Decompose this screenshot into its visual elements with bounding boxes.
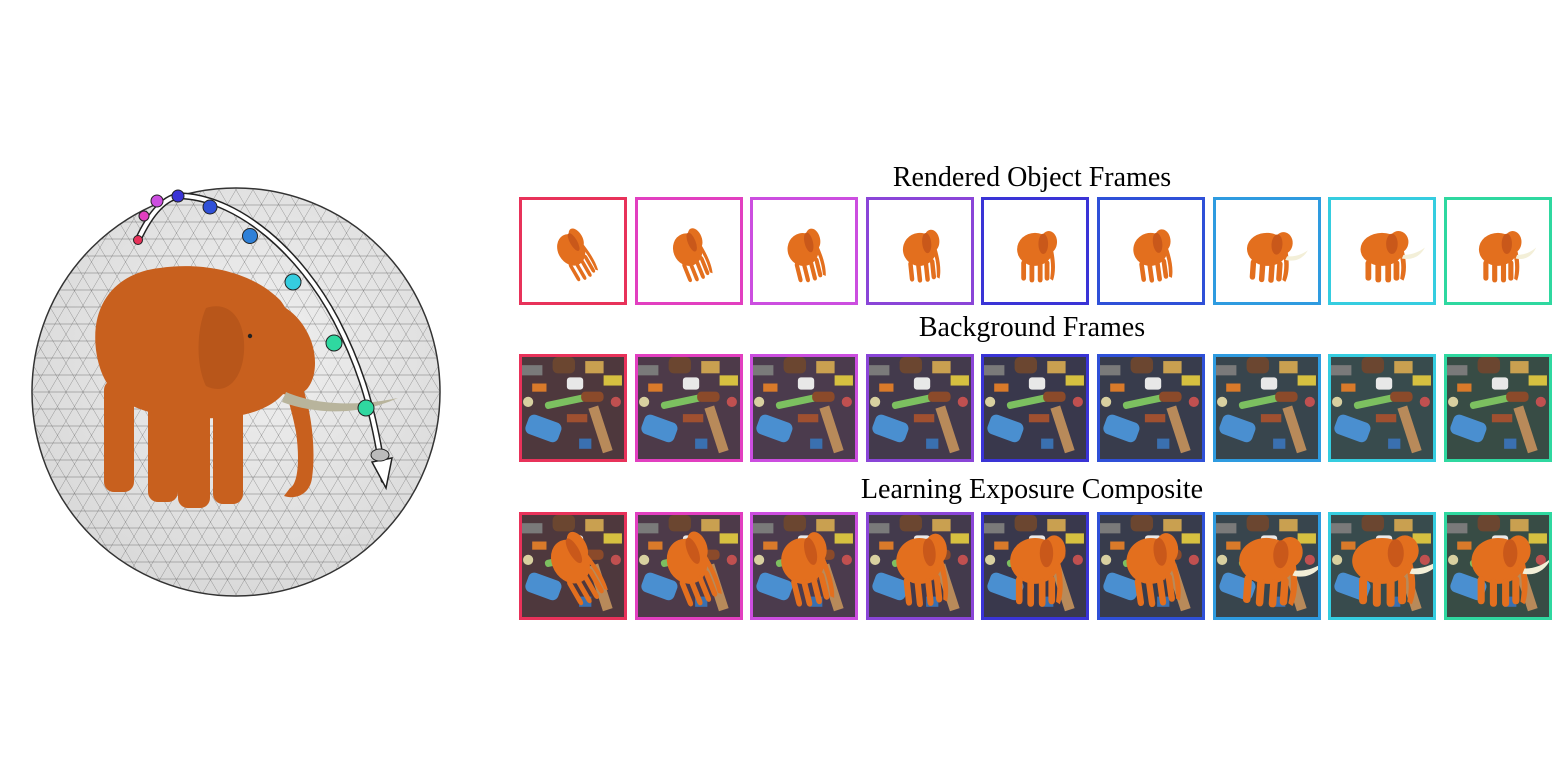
composite-frame <box>865 512 974 620</box>
toy-clutter-background-icon <box>1100 357 1202 459</box>
toy-clutter-background-icon <box>984 357 1087 459</box>
elephant-icon <box>1246 232 1308 283</box>
composite-frame <box>1212 512 1321 620</box>
rendered-frames-title: Rendered Object Frames <box>892 162 1172 193</box>
background-frame <box>519 354 627 462</box>
trajectory-viewpoint-marker <box>202 199 218 215</box>
rendered-frame <box>981 197 1090 305</box>
composite-frame <box>750 512 859 620</box>
composite-frame <box>981 512 1090 620</box>
trajectory-viewpoint-marker <box>171 189 185 203</box>
trajectory-viewpoint-marker <box>138 210 150 222</box>
composite-frame <box>634 512 743 620</box>
background-frame <box>1212 354 1321 462</box>
toy-clutter-background-icon <box>1331 357 1434 459</box>
background-frame <box>865 354 974 462</box>
toy-clutter-background-icon <box>637 357 740 459</box>
elephant-icon <box>666 531 722 607</box>
elephant-icon <box>781 532 835 607</box>
rendered-frame <box>1212 197 1321 305</box>
elephant-icon <box>1126 533 1181 608</box>
elephant-icon <box>672 228 713 283</box>
trajectory-viewpoint-marker <box>284 273 302 291</box>
composite-frame <box>519 512 627 620</box>
background-frame <box>1328 354 1437 462</box>
background-frame <box>634 354 743 462</box>
toy-clutter-background-icon <box>522 357 624 459</box>
elephant-icon <box>550 531 608 606</box>
elephant-icon <box>1352 535 1434 607</box>
trajectory-arrow-icon <box>133 189 393 491</box>
elephant-icon <box>1471 535 1549 607</box>
elephant-icon <box>1360 231 1426 283</box>
trajectory-viewpoint-marker <box>150 194 164 208</box>
rendered-frame <box>634 197 743 305</box>
rendered-frame <box>865 197 974 305</box>
rendered-frame <box>519 197 627 305</box>
trajectory-viewpoint-marker <box>325 334 343 352</box>
rendered-frame <box>1443 197 1552 305</box>
toy-clutter-background-icon <box>753 357 856 459</box>
composite-frame <box>1097 512 1205 620</box>
background-frame <box>1097 354 1205 462</box>
elephant-icon <box>902 229 941 283</box>
toy-clutter-background-icon <box>1446 357 1549 459</box>
composite-frames-title: Learning Exposure Composite <box>860 474 1204 505</box>
rendered-frame <box>1097 197 1205 305</box>
composite-frame <box>1328 512 1437 620</box>
elephant-icon <box>1010 535 1066 607</box>
toy-clutter-background-icon <box>1215 357 1318 459</box>
background-frame <box>1443 354 1552 462</box>
toy-clutter-background-icon <box>868 357 971 459</box>
elephant-icon <box>1238 536 1318 608</box>
elephant-icon <box>1478 231 1536 283</box>
trajectory-viewpoint-marker <box>133 235 143 245</box>
trajectory-viewpoint-marker <box>242 228 258 244</box>
elephant-icon <box>787 228 826 283</box>
elephant-icon <box>557 228 599 282</box>
background-frame <box>981 354 1090 462</box>
background-frames-title: Background Frames <box>918 312 1146 343</box>
elephant-icon <box>1017 231 1058 283</box>
elephant-icon <box>1133 229 1173 283</box>
viewpoint-sphere-figure <box>31 187 441 597</box>
trajectory-viewpoint-marker <box>357 399 375 417</box>
composite-frame <box>1443 512 1552 620</box>
rendered-frame <box>1328 197 1437 305</box>
background-frame <box>750 354 859 462</box>
rendered-frame <box>750 197 859 305</box>
elephant-icon <box>896 533 948 608</box>
